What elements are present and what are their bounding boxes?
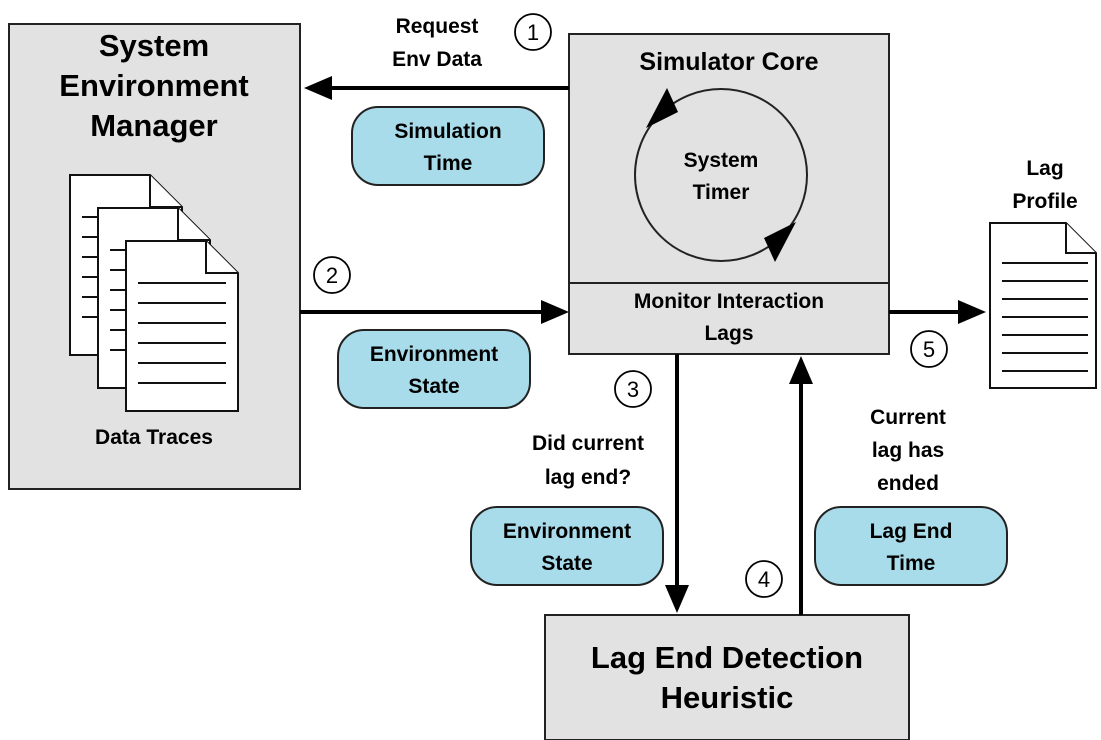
step-3-label: 3	[627, 377, 639, 402]
pill-simulation-time-line1: Simulation	[394, 120, 501, 143]
pill-env-state-b-line1: Environment	[503, 520, 631, 543]
sem-title-line3: Manager	[90, 108, 217, 143]
step-5-marker: 5	[910, 330, 948, 368]
simulator-core-title: Simulator Core	[639, 48, 818, 76]
data-traces-document-stack-icon	[69, 174, 239, 412]
step-4-marker: 4	[745, 560, 783, 598]
lag-end-detection-heuristic: Lag End Detection Heuristic	[544, 614, 910, 740]
arrow-request-env-data	[304, 76, 569, 100]
system-environment-manager: System Environment Manager	[8, 23, 301, 490]
did-lag-end-line1: Did current	[532, 432, 644, 455]
sem-title-line2: Environment	[59, 68, 248, 103]
system-timer-line1: System	[684, 149, 759, 172]
pill-env-state-a-line2: State	[408, 375, 459, 398]
lag-profile-line1: Lag	[1026, 157, 1063, 180]
step-2-label: 2	[326, 263, 338, 288]
arrow-core-to-lag-profile	[889, 300, 986, 324]
system-timer-cycle-icon	[634, 88, 808, 262]
pill-simulation-time-line2: Time	[424, 152, 473, 175]
monitor-label-line1: Monitor Interaction	[634, 290, 824, 313]
monitor-label-line2: Lags	[704, 322, 753, 345]
step-1-label: 1	[527, 20, 539, 45]
did-lag-end-line2: lag end?	[545, 466, 631, 489]
step-5-label: 5	[923, 337, 935, 362]
sem-title-line1: System	[99, 28, 209, 63]
detector-line2: Heuristic	[661, 680, 794, 715]
simulator-core: Simulator Core System Timer Monitor Inte…	[568, 33, 890, 355]
pill-environment-state-a: Environment State	[337, 329, 531, 409]
data-traces-label: Data Traces	[95, 426, 213, 449]
arrow-detector-to-core	[789, 356, 813, 615]
request-label-line1: Request	[396, 15, 479, 38]
pill-simulation-time: Simulation Time	[351, 106, 545, 186]
pill-env-state-a-line1: Environment	[370, 343, 498, 366]
detector-box	[544, 614, 910, 740]
lag-ended-line3: ended	[877, 472, 939, 495]
lag-profile-document-icon	[989, 222, 1097, 389]
lag-profile-line2: Profile	[1012, 190, 1077, 213]
simulator-core-box	[568, 33, 890, 355]
pill-lag-end-time-line2: Time	[887, 552, 936, 575]
system-timer-line2: Timer	[693, 181, 750, 204]
arrow-environment-state-to-core	[300, 300, 569, 324]
lag-ended-line2: lag has	[872, 439, 944, 462]
arrow-core-to-detector	[665, 354, 689, 613]
step-2-marker: 2	[313, 256, 351, 294]
pill-env-state-b-line2: State	[541, 552, 592, 575]
request-label-line2: Env Data	[392, 48, 482, 71]
lag-profile: Lag Profile	[989, 157, 1097, 389]
lag-ended-line1: Current	[870, 406, 946, 429]
step-1-marker: 1	[514, 13, 552, 51]
step-4-label: 4	[758, 567, 770, 592]
pill-lag-end-time: Lag End Time	[814, 506, 1008, 586]
pill-environment-state-b: Environment State	[470, 506, 664, 586]
pill-lag-end-time-line1: Lag End	[870, 520, 953, 543]
step-3-marker: 3	[614, 370, 652, 408]
detector-line1: Lag End Detection	[591, 640, 863, 675]
